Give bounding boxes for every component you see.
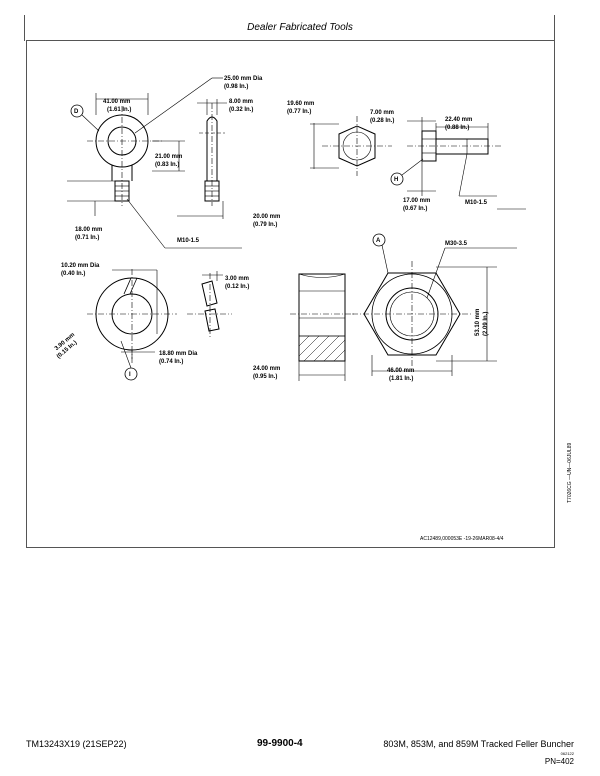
nut-corners-in: (2.09 In.) xyxy=(483,312,489,336)
bolt-headlen-in: (0.28 In.) xyxy=(370,118,394,124)
washer-thick-mm: 3.00 mm xyxy=(225,276,249,282)
bolt-head-in: (0.77 In.) xyxy=(287,109,311,115)
eyebolt-height-mm: 21.00 mm xyxy=(155,154,182,160)
nut-flats-in: (1.81 In.) xyxy=(389,376,413,382)
figure-id: T7026CG —UN—06JUL89 xyxy=(567,442,573,503)
callout-i: I xyxy=(129,372,131,378)
bolt-across-in: (0.67 In.) xyxy=(403,206,427,212)
nut-corners-mm: 53.10 mm xyxy=(475,309,481,336)
bolt-drawing xyxy=(310,116,526,210)
header-rule-left xyxy=(24,15,25,41)
nut-height-in: (0.95 In.) xyxy=(253,374,277,380)
nut-flats-mm: 46.00 mm xyxy=(387,368,414,374)
bolt-shank-mm: 22.40 mm xyxy=(445,117,472,123)
footer-date-code: 062122 xyxy=(560,751,574,756)
eyebolt-width-in: (1.61 In.) xyxy=(107,107,131,113)
bolt-shank-in: (0.88 In.) xyxy=(445,125,469,131)
eyebolt-dia-mm: 25.00 mm Dia xyxy=(224,76,263,82)
washer-od-mm: 18.80 mm Dia xyxy=(159,351,198,357)
bolt-thread: M10-1.5 xyxy=(465,200,488,206)
footer-manual-id: TM13243X19 (21SEP22) xyxy=(26,739,127,749)
eyebolt-shank-mm: 18.00 mm xyxy=(75,227,102,233)
figure-frame: D 25.00 mm Dia (0.98 In.) 41.00 mm (1.61… xyxy=(26,40,573,548)
eyebolt-thread: M10-1.5 xyxy=(177,238,200,244)
figure-doc-id: AC12489,000053E -19-26MAR08-4/4 xyxy=(420,536,504,542)
nut-drawing xyxy=(290,233,517,381)
eyebolt-thick-in: (0.32 In.) xyxy=(229,107,253,113)
tool-drawing: D 25.00 mm Dia (0.98 In.) 41.00 mm (1.61… xyxy=(54,76,526,382)
bolt-head-mm: 19.60 mm xyxy=(287,101,314,107)
eyebolt-length-mm: 20.00 mm xyxy=(253,214,280,220)
eyebolt-thick-mm: 8.00 mm xyxy=(229,99,253,105)
nut-thread: M30-3.5 xyxy=(445,241,468,247)
eyebolt-side-view xyxy=(177,99,227,219)
page-header-title: Dealer Fabricated Tools xyxy=(247,22,353,33)
callout-d: D xyxy=(74,109,79,115)
footer-page-number: 99-9900-4 xyxy=(257,738,303,749)
eyebolt-shank-in: (0.71 In.) xyxy=(75,235,99,241)
eyebolt-front-view xyxy=(67,77,242,249)
callout-a: A xyxy=(376,238,381,244)
footer-model: 803M, 853M, and 859M Tracked Feller Bunc… xyxy=(383,739,574,749)
dimension-labels: D 25.00 mm Dia (0.98 In.) 41.00 mm (1.61… xyxy=(54,76,489,382)
header-rule-right xyxy=(554,15,555,41)
washer-thick-in: (0.12 In.) xyxy=(225,284,249,290)
bolt-across-mm: 17.00 mm xyxy=(403,198,430,204)
eyebolt-length-in: (0.79 In.) xyxy=(253,222,277,228)
washer-od-in: (0.74 In.) xyxy=(159,359,183,365)
eyebolt-dia-in: (0.98 In.) xyxy=(224,84,248,90)
eyebolt-height-in: (0.83 In.) xyxy=(155,162,179,168)
washer-id-in: (0.40 In.) xyxy=(61,271,85,277)
eyebolt-width-mm: 41.00 mm xyxy=(103,99,130,105)
callout-h: H xyxy=(394,177,398,183)
washer-id-mm: 10.20 mm Dia xyxy=(61,263,100,269)
bolt-headlen-mm: 7.00 mm xyxy=(370,110,394,116)
nut-height-mm: 24.00 mm xyxy=(253,366,280,372)
footer-pn: PN=402 xyxy=(544,757,574,766)
lock-washer-drawing xyxy=(87,269,232,381)
